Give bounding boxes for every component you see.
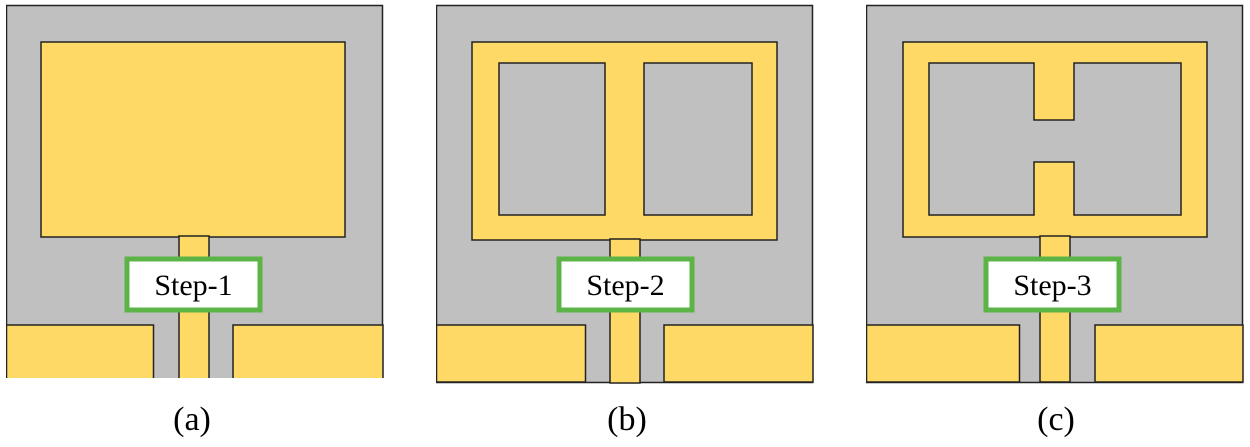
ground-plane-right: [663, 324, 814, 383]
slot-right: [643, 62, 753, 216]
radiating-patch: [40, 41, 346, 238]
step-label: Step-1: [154, 269, 232, 302]
antenna-panel-a: Step-1: [6, 0, 384, 378]
step-label-box: [556, 256, 695, 313]
step-label-box: [124, 256, 263, 313]
antenna-step-2-diagram: Step-2: [436, 4, 814, 384]
slot-left: [498, 62, 606, 216]
ground-plane-left: [6, 324, 155, 378]
antenna-step-3-diagram: Step-3: [866, 4, 1244, 384]
ground-plane-left: [436, 324, 587, 383]
antenna-panel-b: Step-2: [436, 0, 814, 385]
caption-b: (b): [607, 401, 647, 438]
antenna-panel-c: Step-3: [866, 0, 1244, 385]
step-label: Step-3: [1013, 269, 1091, 302]
ground-plane-right: [1094, 324, 1244, 383]
ground-plane-left: [866, 324, 1021, 383]
step-label: Step-2: [586, 269, 664, 302]
antenna-step-1-diagram: Step-1: [6, 4, 384, 378]
h-shaped-slot: [928, 62, 1182, 216]
ground-plane-right: [232, 324, 384, 378]
caption-a: (a): [173, 401, 211, 438]
caption-c: (c): [1037, 401, 1075, 438]
step-label-box: [983, 256, 1122, 313]
